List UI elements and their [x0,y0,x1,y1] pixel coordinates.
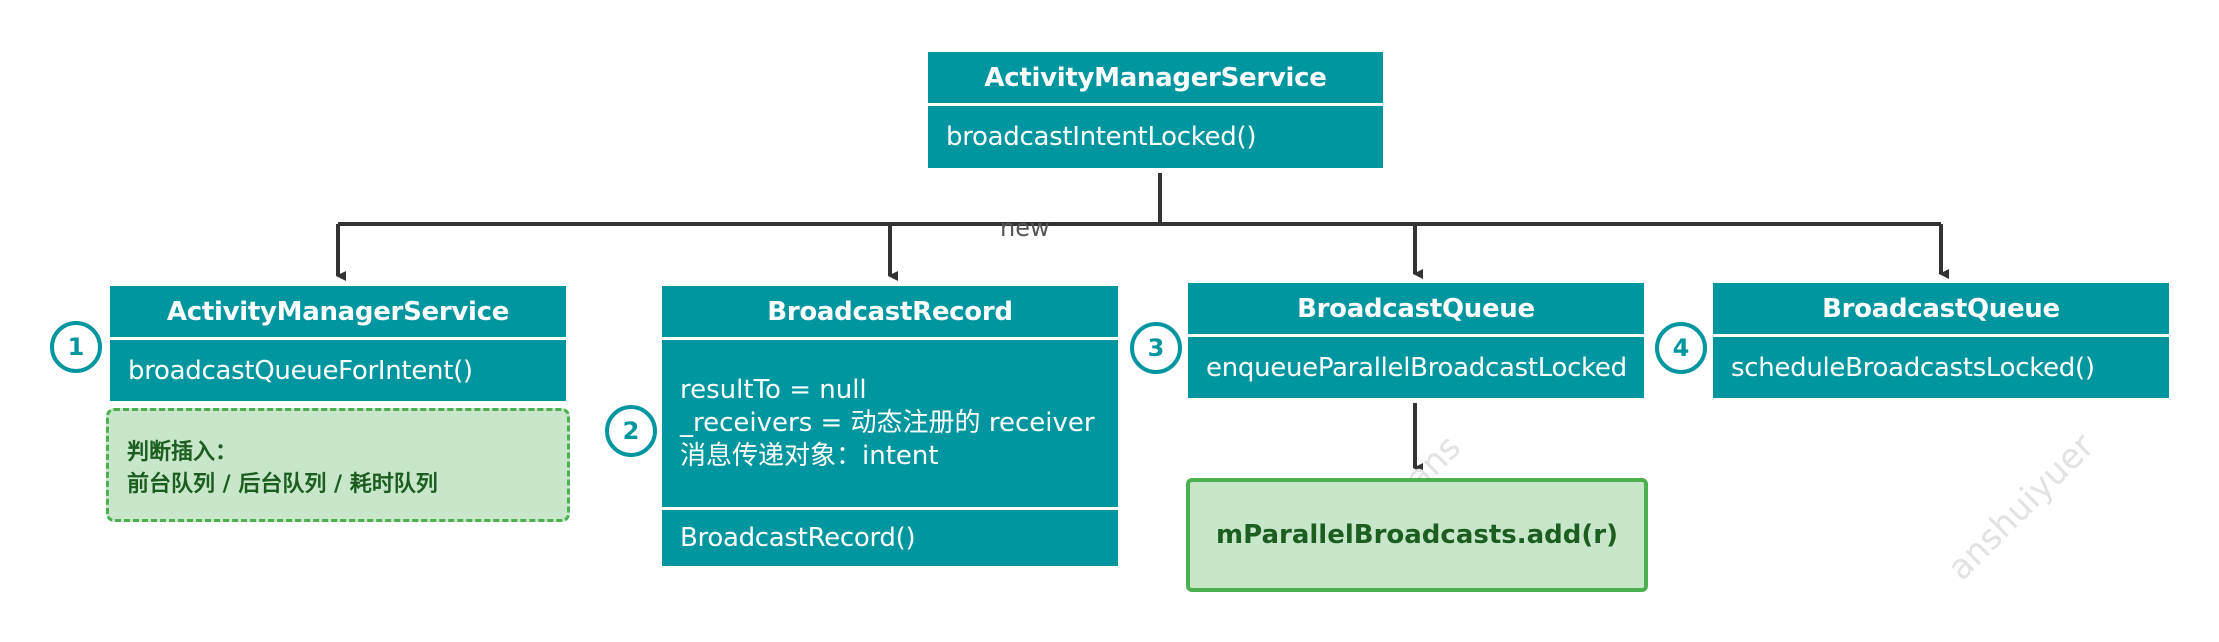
step-1-note: 判断插入： 前台队列 / 后台队列 / 耗时队列 [106,408,570,522]
step-2-title: BroadcastRecord [662,286,1118,340]
step-4-method: scheduleBroadcastsLocked() [1731,352,2095,383]
root-node-method: broadcastIntentLocked() [946,122,1257,152]
step-3-node: BroadcastQueue enqueueParallelBroadcastL… [1188,283,1644,398]
step-1-node: ActivityManagerService broadcastQueueFor… [110,286,566,401]
step-2-field-1: resultTo = null [680,375,867,405]
step-2-field-2: _receivers = 动态注册的 receiver [680,408,1095,438]
root-node: ActivityManagerService broadcastIntentLo… [928,52,1383,168]
step-1-note-line-1: 判断插入： [127,440,238,465]
step-3-method: enqueueParallelBroadcastLocked [1206,352,1627,383]
step-2-field-3: 消息传递对象：intent [680,441,939,471]
step-3-badge: 3 [1130,322,1182,374]
step-2-badge: 2 [605,405,657,457]
step-1-badge: 1 [50,321,102,373]
root-node-title: ActivityManagerService [928,52,1383,106]
step-4-badge: 4 [1655,322,1707,374]
step-1-title: ActivityManagerService [110,286,566,340]
step-1-note-line-2: 前台队列 / 后台队列 / 耗时队列 [127,472,438,497]
step-3-result: mParallelBroadcasts.add(r) [1186,478,1648,592]
step-4-title: BroadcastQueue [1713,283,2169,337]
step-2-fields: resultTo = null _receivers = 动态注册的 recei… [662,340,1118,510]
step-4-node: BroadcastQueue scheduleBroadcastsLocked(… [1713,283,2169,398]
step-3-title: BroadcastQueue [1188,283,1644,337]
step-1-method: broadcastQueueForIntent() [128,355,473,386]
step-2-node: BroadcastRecord resultTo = null _receive… [662,286,1118,566]
step-2-method: BroadcastRecord() [680,523,916,553]
edge-label-new: new [1000,214,1050,242]
